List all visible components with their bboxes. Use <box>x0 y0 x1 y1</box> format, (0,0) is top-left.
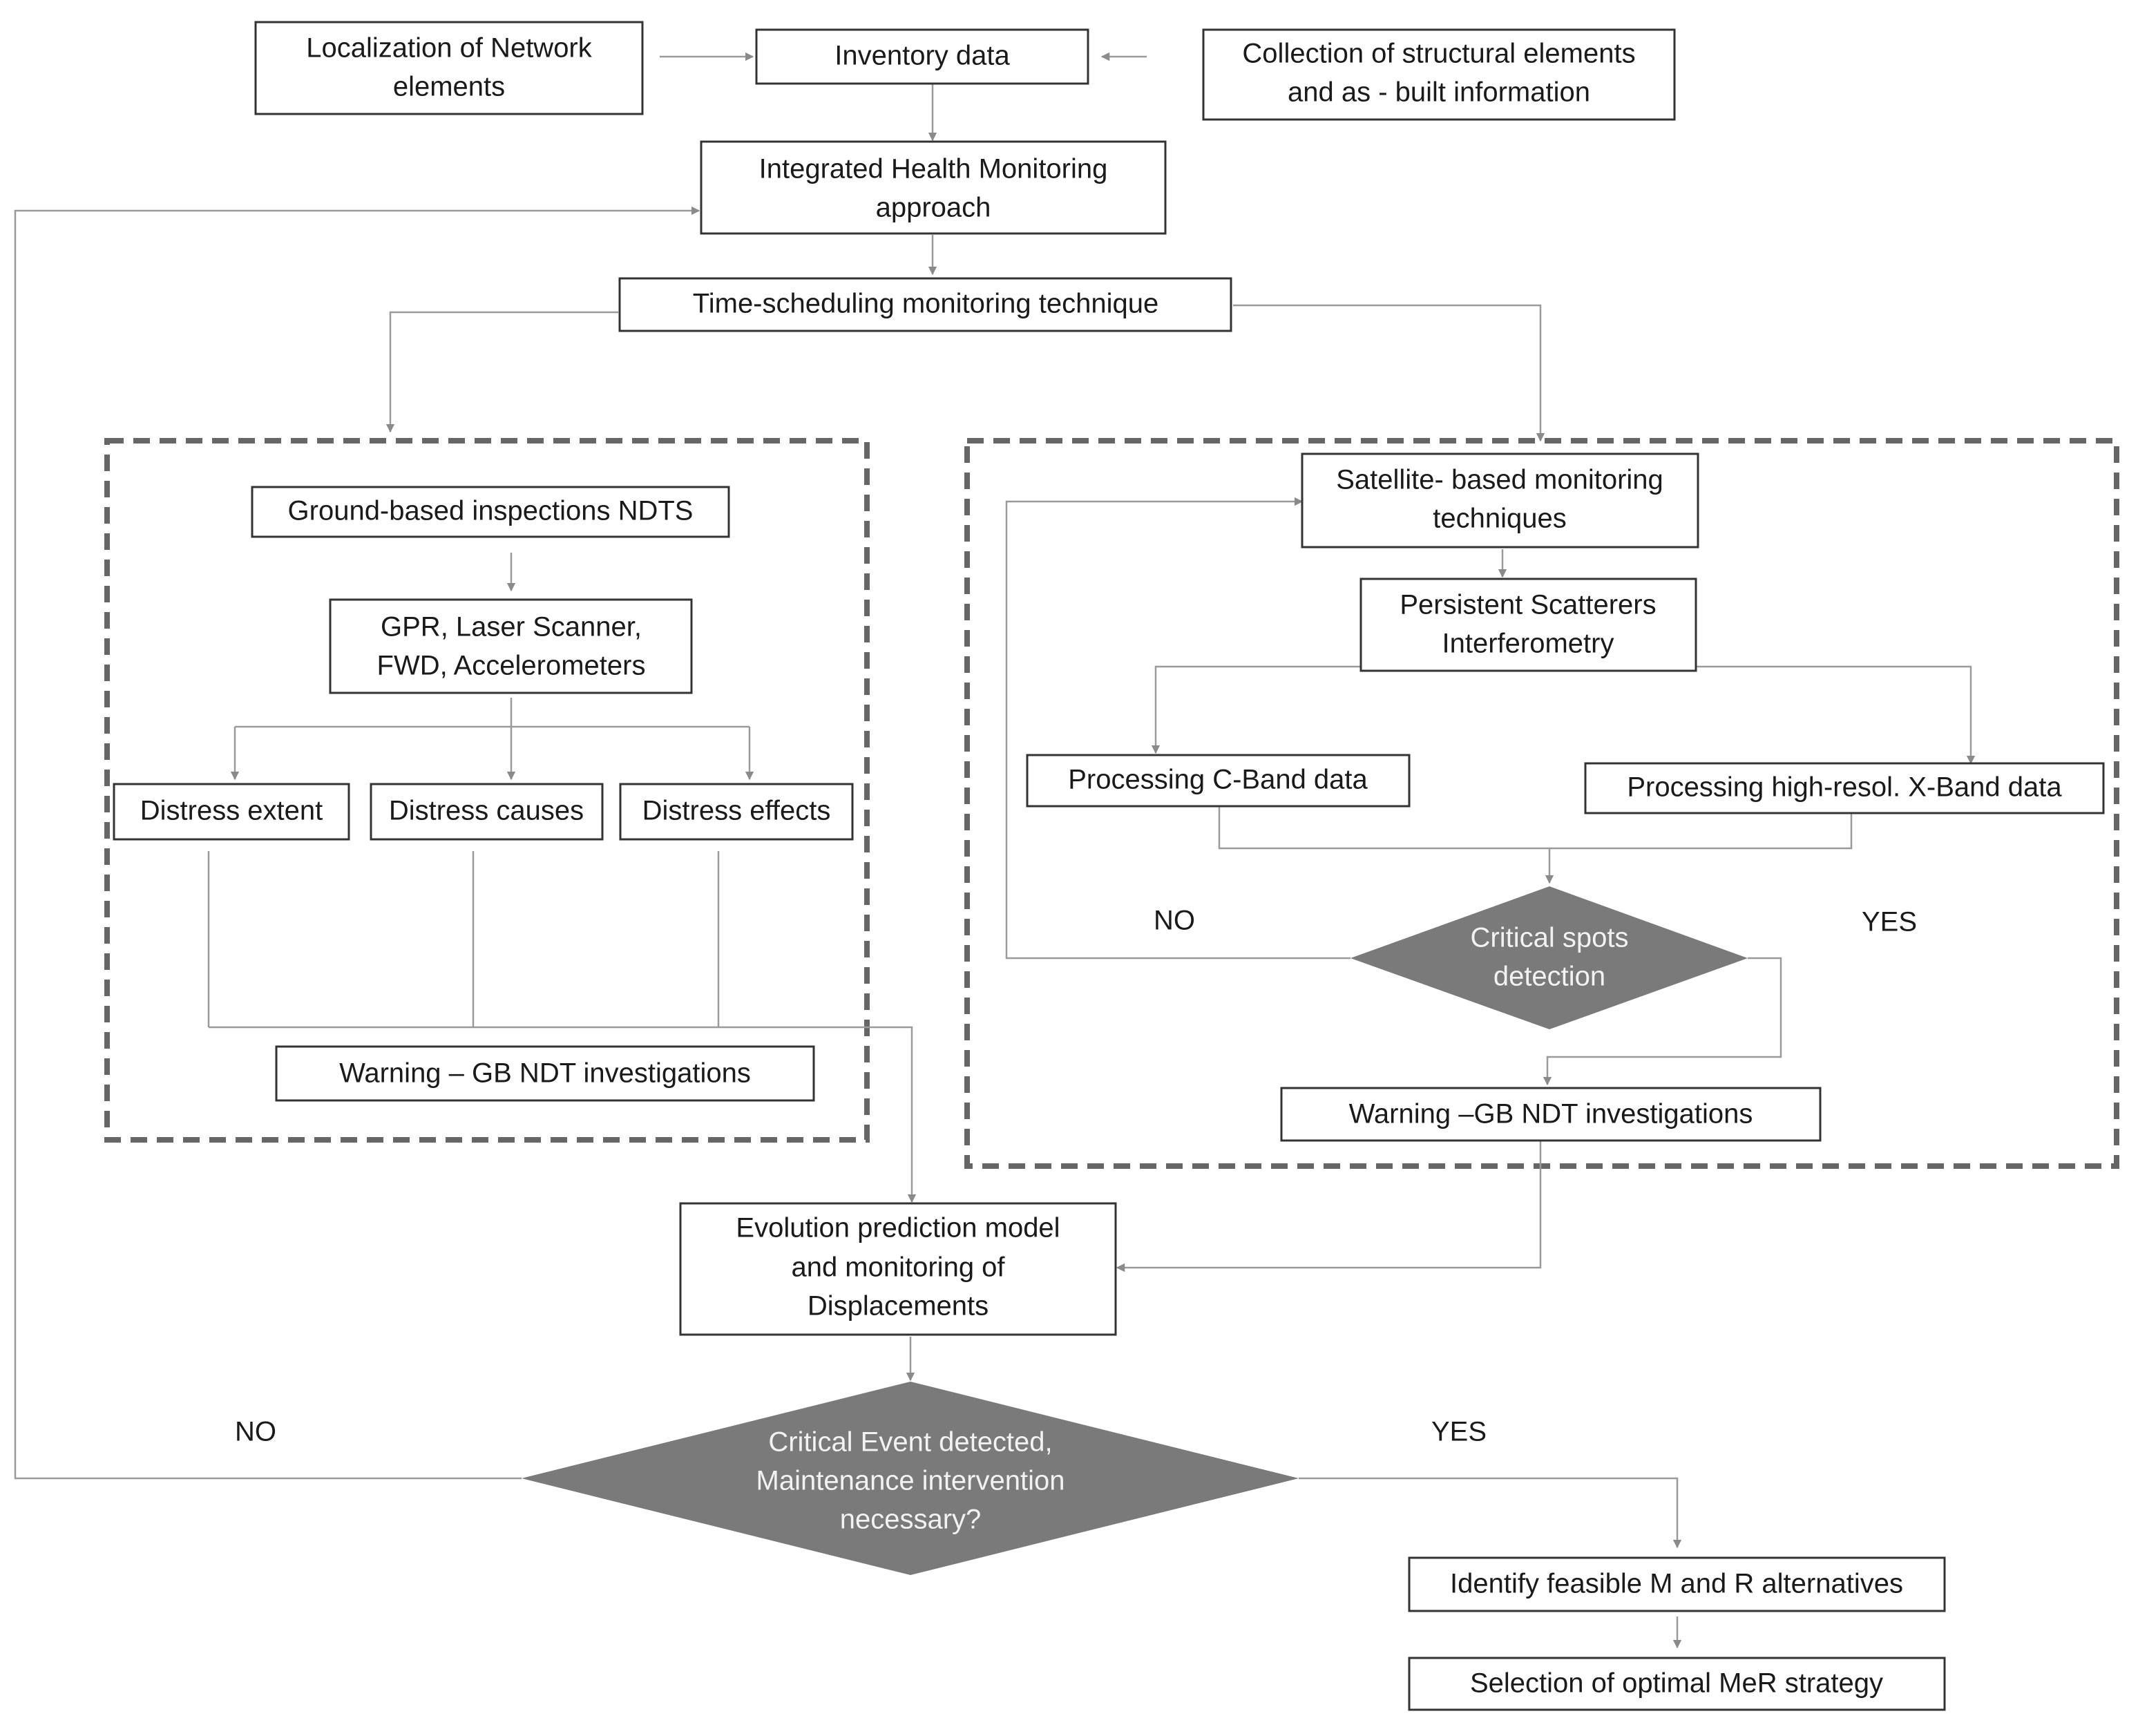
node-distress-causes: Distress causes <box>370 783 604 841</box>
ground-based-group-frame <box>104 438 870 1143</box>
satellite-line-2: techniques <box>1433 504 1566 534</box>
connector-warning-evolution <box>1116 1141 1542 1272</box>
connector-persistent-cband <box>1151 665 1361 754</box>
connector-critical-event-no <box>14 206 700 1480</box>
node-warning-left: Warning – GB NDT investigations <box>275 1045 815 1102</box>
satellite-line-1: Satellite- based monitoring <box>1336 465 1663 495</box>
distress-effects-label: Distress effects <box>642 796 831 826</box>
connector-cband-merge <box>1218 805 1853 850</box>
gpr-line-2: FWD, Accelerometers <box>377 651 646 681</box>
distress-causes-label: Distress causes <box>389 796 584 826</box>
node-distress-effects: Distress effects <box>619 783 854 841</box>
selection-label: Selection of optimal MeR strategy <box>1470 1668 1883 1699</box>
persistent-line-2: Interferometry <box>1442 629 1614 659</box>
critical-spots-line-2: detection <box>1493 962 1605 992</box>
node-evolution: Evolution prediction model and monitorin… <box>679 1202 1117 1336</box>
node-localization: Localization of Network elements <box>254 21 644 115</box>
inventory-label: Inventory data <box>834 41 1010 71</box>
branch-label-yes-lower: YES <box>1431 1417 1487 1447</box>
node-ground-based: Ground-based inspections NDTS <box>251 486 730 538</box>
connector-time-ground <box>385 311 618 433</box>
connector-time-satellite <box>1233 304 1545 442</box>
collection-line-1: Collection of structural elements <box>1242 39 1635 69</box>
node-x-band: Processing high-resol. X-Band data <box>1584 762 2105 814</box>
branch-label-yes-upper: YES <box>1862 907 1917 937</box>
ground-based-label: Ground-based inspections NDTS <box>288 496 694 526</box>
persistent-line-1: Persistent Scatterers <box>1400 590 1656 620</box>
identify-label: Identify feasible M and R alternatives <box>1450 1569 1903 1599</box>
distress-extent-label: Distress extent <box>140 796 323 826</box>
node-inventory: Inventory data <box>755 28 1089 85</box>
integrated-line-2: approach <box>876 193 991 223</box>
connector-merge-evolution <box>209 1026 917 1203</box>
critical-event-line-1: Critical Event detected, <box>768 1427 1052 1458</box>
x-band-label: Processing high-resol. X-Band data <box>1627 772 2062 803</box>
warning-right-label: Warning –GB NDT investigations <box>1349 1099 1753 1129</box>
warning-left-label: Warning – GB NDT investigations <box>339 1058 751 1089</box>
collection-line-2: and as - built information <box>1288 77 1590 108</box>
node-time-scheduling: Time-scheduling monitoring technique <box>618 277 1232 332</box>
integrated-line-1: Integrated Health Monitoring <box>759 154 1108 184</box>
connector-persistent-xband <box>1696 665 1976 765</box>
satellite-group-frame <box>964 438 2119 1169</box>
branch-label-no-lower: NO <box>235 1417 276 1447</box>
node-distress-extent: Distress extent <box>113 783 350 841</box>
node-persistent: Persistent Scatterers Interferometry <box>1359 578 1697 672</box>
critical-spots-line-1: Critical spots <box>1471 923 1629 953</box>
evolution-line-1: Evolution prediction model <box>736 1213 1060 1243</box>
node-critical-event: Critical Event detected, Maintenance int… <box>522 1382 1299 1575</box>
connectors <box>14 52 1976 1649</box>
localization-line-2: elements <box>393 72 505 102</box>
connector-critical-spots-no <box>1005 497 1350 960</box>
connector-critical-spots-yes <box>1543 957 1782 1086</box>
node-warning-right: Warning –GB NDT investigations <box>1280 1087 1822 1142</box>
node-critical-spots: Critical spots detection <box>1350 886 1748 1029</box>
critical-event-line-2: Maintenance intervention <box>756 1466 1065 1496</box>
gpr-line-1: GPR, Laser Scanner, <box>381 612 642 642</box>
node-satellite: Satellite- based monitoring techniques <box>1301 452 1699 549</box>
c-band-label: Processing C-Band data <box>1068 765 1368 795</box>
node-selection: Selection of optimal MeR strategy <box>1408 1657 1946 1711</box>
evolution-line-3: Displacements <box>808 1291 989 1322</box>
node-identify: Identify feasible M and R alternatives <box>1408 1556 1946 1612</box>
node-collection: Collection of structural elements and as… <box>1202 28 1676 121</box>
connector-critical-event-yes <box>1299 1477 1682 1549</box>
node-integrated: Integrated Health Monitoring approach <box>700 140 1167 235</box>
localization-line-1: Localization of Network <box>306 33 593 64</box>
branch-label-no-upper: NO <box>1154 906 1195 936</box>
node-gpr: GPR, Laser Scanner, FWD, Accelerometers <box>329 598 693 694</box>
critical-event-line-3: necessary? <box>840 1505 982 1535</box>
evolution-line-2: and monitoring of <box>791 1252 1005 1283</box>
time-scheduling-label: Time-scheduling monitoring technique <box>693 289 1158 319</box>
node-c-band: Processing C-Band data <box>1026 754 1411 808</box>
